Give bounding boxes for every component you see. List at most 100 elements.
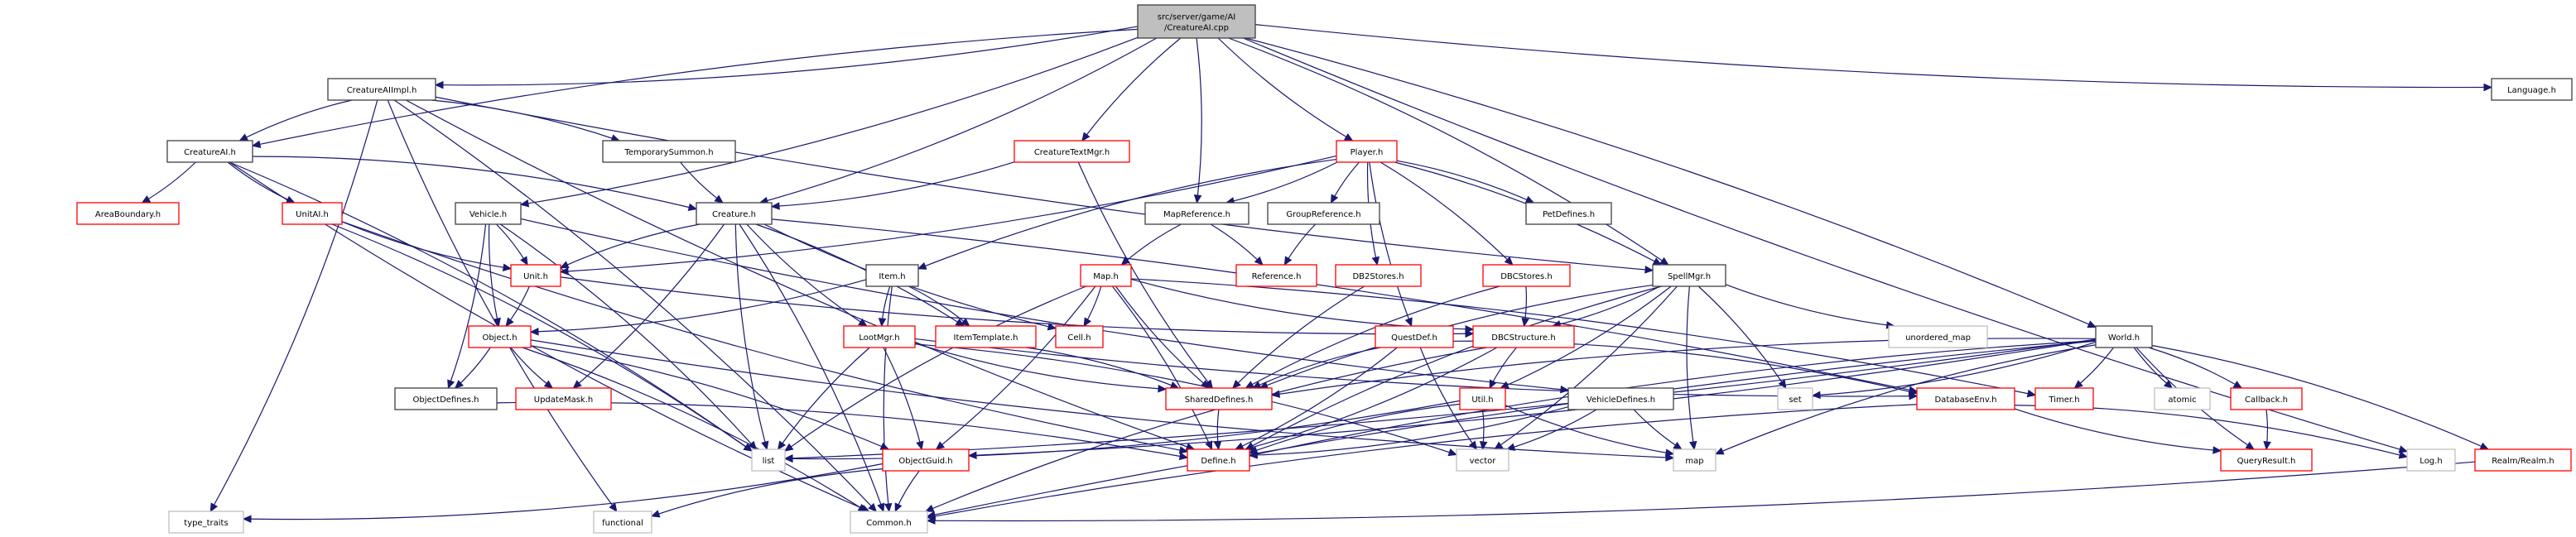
node-log: Log.h xyxy=(2406,448,2456,472)
arrowhead-icon xyxy=(520,256,528,266)
node-box xyxy=(394,387,498,410)
node-shared-defines[interactable]: SharedDefines.h xyxy=(1165,387,1273,410)
node-language[interactable]: Language.h xyxy=(2491,78,2573,101)
arrowhead-icon xyxy=(783,454,793,463)
arrowhead-icon xyxy=(1083,317,1092,328)
arrowhead-icon xyxy=(743,443,754,452)
nodes-layer: src/server/game/AI/CreatureAI.cppCreatur… xyxy=(76,4,2573,534)
node-db2stores[interactable]: DB2Stores.h xyxy=(1335,264,1422,287)
arrowhead-icon xyxy=(2483,83,2493,92)
node-map-reference[interactable]: MapReference.h xyxy=(1144,202,1249,225)
edge-creature-to-update-mask xyxy=(573,223,725,389)
arrowhead-icon xyxy=(1560,385,1570,394)
node-spell-mgr[interactable]: SpellMgr.h xyxy=(1652,264,1726,287)
node-temporary-summon[interactable]: TemporarySummon.h xyxy=(602,140,736,163)
arrowhead-icon xyxy=(2232,381,2243,389)
node-creature[interactable]: Creature.h xyxy=(696,202,773,225)
arrowhead-icon xyxy=(1120,257,1130,266)
node-box xyxy=(1652,264,1726,287)
node-world[interactable]: World.h xyxy=(2095,325,2153,348)
node-vehicle[interactable]: Vehicle.h xyxy=(455,202,522,225)
node-object-guid[interactable]: ObjectGuid.h xyxy=(882,448,970,472)
node-creature-ai[interactable]: CreatureAI.h xyxy=(166,140,253,163)
edge-vehicle-to-vehicle-defines xyxy=(520,218,1569,391)
arrowhead-icon xyxy=(955,318,965,327)
node-label: atomic xyxy=(2168,396,2196,405)
arrowhead-icon xyxy=(529,328,539,336)
node-root[interactable]: src/server/game/AI/CreatureAI.cpp xyxy=(1137,4,1256,39)
node-label: Reference.h xyxy=(1252,272,1302,281)
edge-quest-def-to-vector xyxy=(1419,347,1477,450)
node-realm[interactable]: Realm/Realm.h xyxy=(2474,448,2572,472)
node-unit-ai[interactable]: UnitAI.h xyxy=(282,202,343,225)
node-quest-def[interactable]: QuestDef.h xyxy=(1375,325,1454,348)
edge-temporary-summon-to-creature xyxy=(680,161,724,204)
node-object-defines[interactable]: ObjectDefines.h xyxy=(394,387,498,410)
edge-player-to-map-reference xyxy=(1225,161,1338,204)
node-loot-mgr[interactable]: LootMgr.h xyxy=(843,325,916,348)
node-database-env[interactable]: DatabaseEnv.h xyxy=(1916,387,2015,410)
node-set: set xyxy=(1777,387,1813,410)
node-functional: functional xyxy=(593,511,652,534)
node-atomic: atomic xyxy=(2154,387,2211,410)
node-callback[interactable]: Callback.h xyxy=(2230,387,2303,410)
node-area-boundary[interactable]: AreaBoundary.h xyxy=(76,202,180,225)
node-label: DatabaseEnv.h xyxy=(1934,396,1996,405)
edge-player-to-item xyxy=(917,158,1337,270)
arrowhead-icon xyxy=(1213,441,1222,451)
node-update-mask[interactable]: UpdateMask.h xyxy=(515,387,612,410)
arrowhead-icon xyxy=(454,380,465,389)
arrowhead-icon xyxy=(1235,442,1245,450)
edge-vehicle-defines-to-vector xyxy=(1506,409,1597,450)
arrowhead-icon xyxy=(1447,448,1458,457)
node-label: vector xyxy=(1470,457,1497,466)
node-cell[interactable]: Cell.h xyxy=(1055,325,1104,348)
arrowhead-icon xyxy=(2398,451,2409,459)
node-label: Timer.h xyxy=(2048,396,2079,405)
node-unit[interactable]: Unit.h xyxy=(510,264,561,287)
node-label: QuestDef.h xyxy=(1391,333,1437,343)
node-vehicle-defines[interactable]: VehicleDefines.h xyxy=(1567,387,1674,410)
node-box xyxy=(76,202,180,225)
node-vector: vector xyxy=(1456,448,1509,472)
node-creature-aiimpl[interactable]: CreatureAIImpl.h xyxy=(327,78,436,101)
edge-spell-mgr-to-dbcstructure xyxy=(1553,285,1661,327)
arrowhead-icon xyxy=(1245,381,1255,389)
node-define[interactable]: Define.h xyxy=(1187,448,1250,472)
edge-spell-mgr-to-define xyxy=(1245,285,1663,450)
node-reference[interactable]: Reference.h xyxy=(1235,264,1317,287)
node-label: Common.h xyxy=(866,519,912,528)
edge-creature-ai-to-list xyxy=(229,161,753,452)
node-label: DB2Stores.h xyxy=(1352,272,1404,281)
arrowhead-icon xyxy=(650,510,661,518)
node-label: Unit.h xyxy=(523,272,548,281)
node-dbcstores[interactable]: DBCStores.h xyxy=(1482,264,1571,287)
node-util[interactable]: Util.h xyxy=(1459,387,1506,410)
arrowhead-icon xyxy=(2026,389,2037,398)
node-box xyxy=(1916,387,2015,410)
arrowhead-icon xyxy=(1178,446,1189,454)
node-player[interactable]: Player.h xyxy=(1336,140,1398,163)
arrowhead-icon xyxy=(1404,317,1413,328)
node-creature-text-mgr[interactable]: CreatureTextMgr.h xyxy=(1014,140,1130,163)
edge-map-reference-to-reference xyxy=(1210,223,1264,266)
edge-creature-aiimpl-to-define xyxy=(406,99,1195,450)
arrowhead-icon xyxy=(917,261,927,270)
edge-creature-aiimpl-to-spell-mgr xyxy=(435,96,1654,271)
node-query-result[interactable]: QueryResult.h xyxy=(2220,448,2313,472)
node-map[interactable]: Map.h xyxy=(1080,264,1132,287)
node-box xyxy=(751,448,786,472)
node-label: AreaBoundary.h xyxy=(95,210,161,219)
node-pet-defines[interactable]: PetDefines.h xyxy=(1525,202,1612,225)
node-object[interactable]: Object.h xyxy=(468,325,532,348)
node-item[interactable]: Item.h xyxy=(865,264,919,287)
node-label: MapReference.h xyxy=(1163,210,1230,219)
node-box xyxy=(1144,202,1249,225)
node-timer[interactable]: Timer.h xyxy=(2034,387,2094,410)
node-item-template[interactable]: ItemTemplate.h xyxy=(935,325,1037,348)
edge-object-to-object-defines xyxy=(455,347,491,389)
edge-map-to-define xyxy=(1111,285,1213,450)
node-dbcstructure[interactable]: DBCStructure.h xyxy=(1472,325,1575,348)
arrowhead-icon xyxy=(1283,256,1293,266)
node-group-reference[interactable]: GroupReference.h xyxy=(1267,202,1380,225)
